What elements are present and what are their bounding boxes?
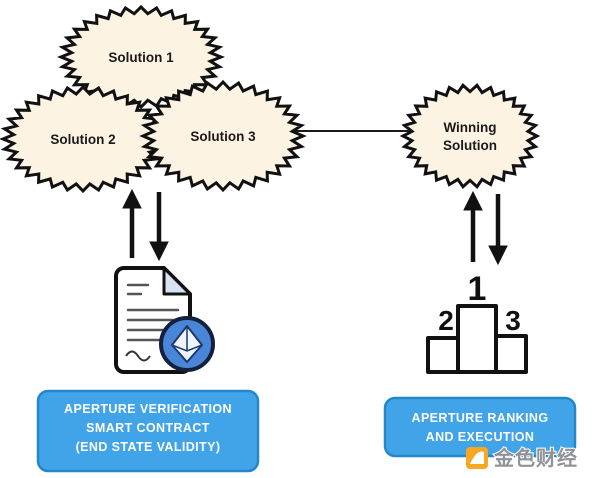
podium-rank-3: 3 <box>505 305 521 336</box>
podium-step-third <box>494 334 528 374</box>
winning-solution-burst: Winning Solution <box>399 83 541 189</box>
solution-3-burst: Solution 3 <box>139 79 307 193</box>
down-arrow-left-head <box>149 241 169 262</box>
up-arrow-left-head <box>122 188 142 209</box>
winning-solution-shape <box>399 83 541 189</box>
document-fold-corner <box>162 266 192 296</box>
podium-step-first <box>456 304 498 374</box>
verification-label-line2: SMART CONTRACT <box>86 421 210 435</box>
right-arrows <box>463 190 508 266</box>
solution-3-shape <box>139 79 307 193</box>
podium-rank-2: 2 <box>438 305 454 336</box>
ranking-label-line1: APERTURE RANKING <box>412 411 549 425</box>
podium-rank-1: 1 <box>468 270 487 308</box>
podium-step-second <box>426 336 460 374</box>
solution-3-label: Solution 3 <box>190 129 256 144</box>
down-arrow-right-head <box>488 245 508 266</box>
watermark: 金色财经 <box>466 445 578 471</box>
ethereum-badge <box>159 316 215 372</box>
watermark-logo-glyph <box>470 451 484 464</box>
podium-icon: 1 2 3 <box>426 270 528 374</box>
left-arrows <box>122 188 169 262</box>
signature-squiggle <box>125 350 151 362</box>
verification-label-line3: (END STATE VALIDITY) <box>76 440 221 454</box>
ranking-label-line2: AND EXECUTION <box>426 430 535 444</box>
winning-solution-label-line1: Winning <box>443 120 496 135</box>
verification-box: APERTURE VERIFICATION SMART CONTRACT (EN… <box>36 389 260 473</box>
winning-solution-label-line2: Solution <box>443 138 497 153</box>
solution-2-label: Solution 2 <box>50 132 115 147</box>
solution-1-label: Solution 1 <box>108 50 174 65</box>
solution-2-burst: Solution 2 <box>0 84 167 194</box>
ethereum-diamond-facets <box>171 326 203 352</box>
document-icon <box>114 266 215 374</box>
verification-label-line1: APERTURE VERIFICATION <box>64 402 232 416</box>
ranking-box: APERTURE RANKING AND EXECUTION <box>383 396 577 458</box>
verification-box-shape <box>36 389 260 473</box>
up-arrow-right-head <box>463 190 483 211</box>
watermark-text: 金色财经 <box>493 446 578 470</box>
solution-1-burst: Solution 1 <box>56 4 226 110</box>
solution-2-shape <box>0 84 167 194</box>
